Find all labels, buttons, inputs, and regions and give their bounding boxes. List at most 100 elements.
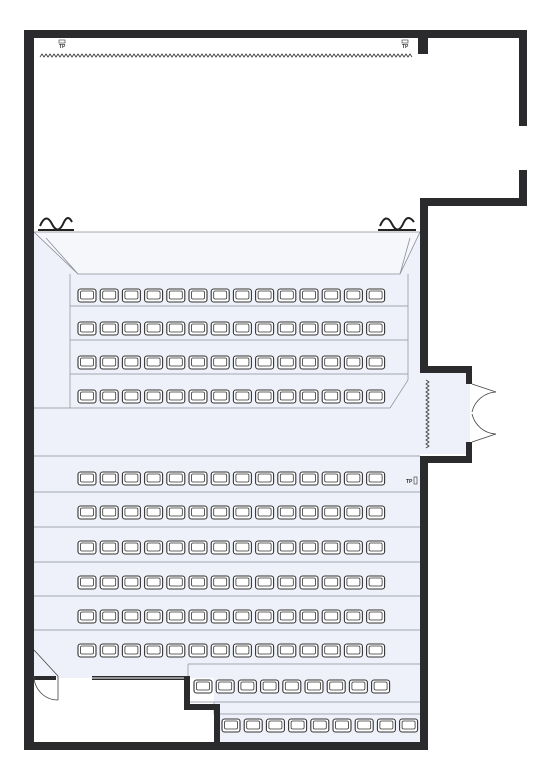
upper-row-1-seat-10 (277, 288, 297, 303)
lower-row-2-seat-1 (77, 505, 97, 520)
rear-row-2-seat-4 (288, 718, 308, 733)
upper-row-1-seat-13 (343, 288, 363, 303)
lower-row-4-seat-5 (166, 575, 186, 590)
lower-row-4-seat-1 (77, 575, 97, 590)
upper-row-4-seat-10 (277, 389, 297, 404)
rear-row-1-seat-3 (237, 679, 257, 694)
upper-row-2-seat-1 (77, 321, 97, 336)
rear-row-2-seat-5 (310, 718, 330, 733)
lower-row-5-seat-5 (166, 609, 186, 624)
corridor-door-icon (33, 649, 59, 701)
lower-row-1-seat-10 (277, 471, 297, 486)
tp-label-side: TP (406, 479, 413, 485)
lower-row-4-seat-11 (299, 575, 319, 590)
upper-row-3-seat-5 (166, 355, 186, 370)
lower-row-1-seat-5 (166, 471, 186, 486)
upper-row-1-seat-1 (77, 288, 97, 303)
lower-row-5-seat-4 (144, 609, 164, 624)
double-door-icon (471, 383, 497, 443)
lower-row-lines (34, 491, 420, 631)
lower-row-5-seat-6 (188, 609, 208, 624)
lower-row-4-seat-12 (321, 575, 341, 590)
tp-label-left: TP (59, 44, 66, 50)
upper-row-1-seat-6 (188, 288, 208, 303)
upper-row-2-seat-11 (299, 321, 319, 336)
tp-label-right: TP (402, 44, 409, 50)
lower-row-5-seat-8 (232, 609, 252, 624)
speaker-icon-right (378, 217, 416, 231)
upper-row-4-seat-3 (121, 389, 141, 404)
upper-row-4-seat-13 (343, 389, 363, 404)
upper-row-2-seat-4 (144, 321, 164, 336)
upper-row-1-seat-11 (299, 288, 319, 303)
upper-row-2-seat-5 (166, 321, 186, 336)
lower-row-3-seat-4 (144, 540, 164, 555)
lower-row-4-seat-7 (210, 575, 230, 590)
lower-row-6-seat-11 (299, 643, 319, 658)
lower-row-5-seat-7 (210, 609, 230, 624)
lower-row-1-seat-4 (144, 471, 164, 486)
rear-row-1-seat-9 (371, 679, 391, 694)
lower-row-5-seat-3 (121, 609, 141, 624)
lower-row-6-seat-2 (99, 643, 119, 658)
lower-row-1-seat-13 (343, 471, 363, 486)
stage-edge-left (45, 237, 79, 275)
upper-row-4-seat-6 (188, 389, 208, 404)
upper-row-2-seat-9 (255, 321, 275, 336)
upper-row-3-seat-3 (121, 355, 141, 370)
lower-row-6-seat-3 (121, 643, 141, 658)
lower-row-1-seat-3 (121, 471, 141, 486)
lower-row-3-seat-11 (299, 540, 319, 555)
upper-row-3-seat-4 (144, 355, 164, 370)
stage-edge-right (399, 237, 411, 275)
lower-row-5-seat-13 (343, 609, 363, 624)
lower-row-1-seat-9 (255, 471, 275, 486)
seating-group (77, 288, 419, 733)
lower-row-2-seat-2 (99, 505, 119, 520)
lower-row-2-seat-8 (232, 505, 252, 520)
upper-row-3-seat-12 (321, 355, 341, 370)
rear-row-2-seat-1 (221, 718, 241, 733)
rear-row-2-seat-7 (354, 718, 374, 733)
rear-row-1-seat-6 (304, 679, 324, 694)
lower-row-3-seat-9 (255, 540, 275, 555)
lower-row-4-seat-8 (232, 575, 252, 590)
upper-row-4-seat-8 (232, 389, 252, 404)
lower-row-6-seat-1 (77, 643, 97, 658)
lower-row-6-seat-10 (277, 643, 297, 658)
upper-row-2-seat-3 (121, 321, 141, 336)
lower-row-5-seat-9 (255, 609, 275, 624)
lower-row-2-seat-4 (144, 505, 164, 520)
lower-row-6-seat-6 (188, 643, 208, 658)
upper-row-3-seat-14 (366, 355, 386, 370)
lower-row-1-seat-8 (232, 471, 252, 486)
seating-floor (34, 232, 420, 748)
upper-row-2-seat-12 (321, 321, 341, 336)
lower-row-5-seat-10 (277, 609, 297, 624)
upper-row-2-seat-13 (343, 321, 363, 336)
lower-row-4-seat-6 (188, 575, 208, 590)
rear-row-1-seat-4 (260, 679, 280, 694)
upper-row-2-seat-14 (366, 321, 386, 336)
lower-row-1-seat-12 (321, 471, 341, 486)
lower-row-1-seat-11 (299, 471, 319, 486)
lower-row-6-seat-8 (232, 643, 252, 658)
upper-row-3-seat-9 (255, 355, 275, 370)
lower-row-5-seat-12 (321, 609, 341, 624)
upper-row-3-seat-2 (99, 355, 119, 370)
upper-row-1-seat-7 (210, 288, 230, 303)
rear-row-1-seat-7 (326, 679, 346, 694)
lower-row-1-seat-2 (99, 471, 119, 486)
lower-row-1-seat-7 (210, 471, 230, 486)
lower-row-3-seat-6 (188, 540, 208, 555)
lower-row-5-seat-14 (366, 609, 386, 624)
upper-row-3-seat-7 (210, 355, 230, 370)
lower-row-3-seat-14 (366, 540, 386, 555)
lower-row-3-seat-12 (321, 540, 341, 555)
lower-row-6-seat-5 (166, 643, 186, 658)
upper-row-2-seat-6 (188, 321, 208, 336)
upper-row-4-seat-4 (144, 389, 164, 404)
tp-marker-left: TP (58, 39, 66, 50)
lower-row-5-seat-11 (299, 609, 319, 624)
lower-row-6-seat-13 (343, 643, 363, 658)
